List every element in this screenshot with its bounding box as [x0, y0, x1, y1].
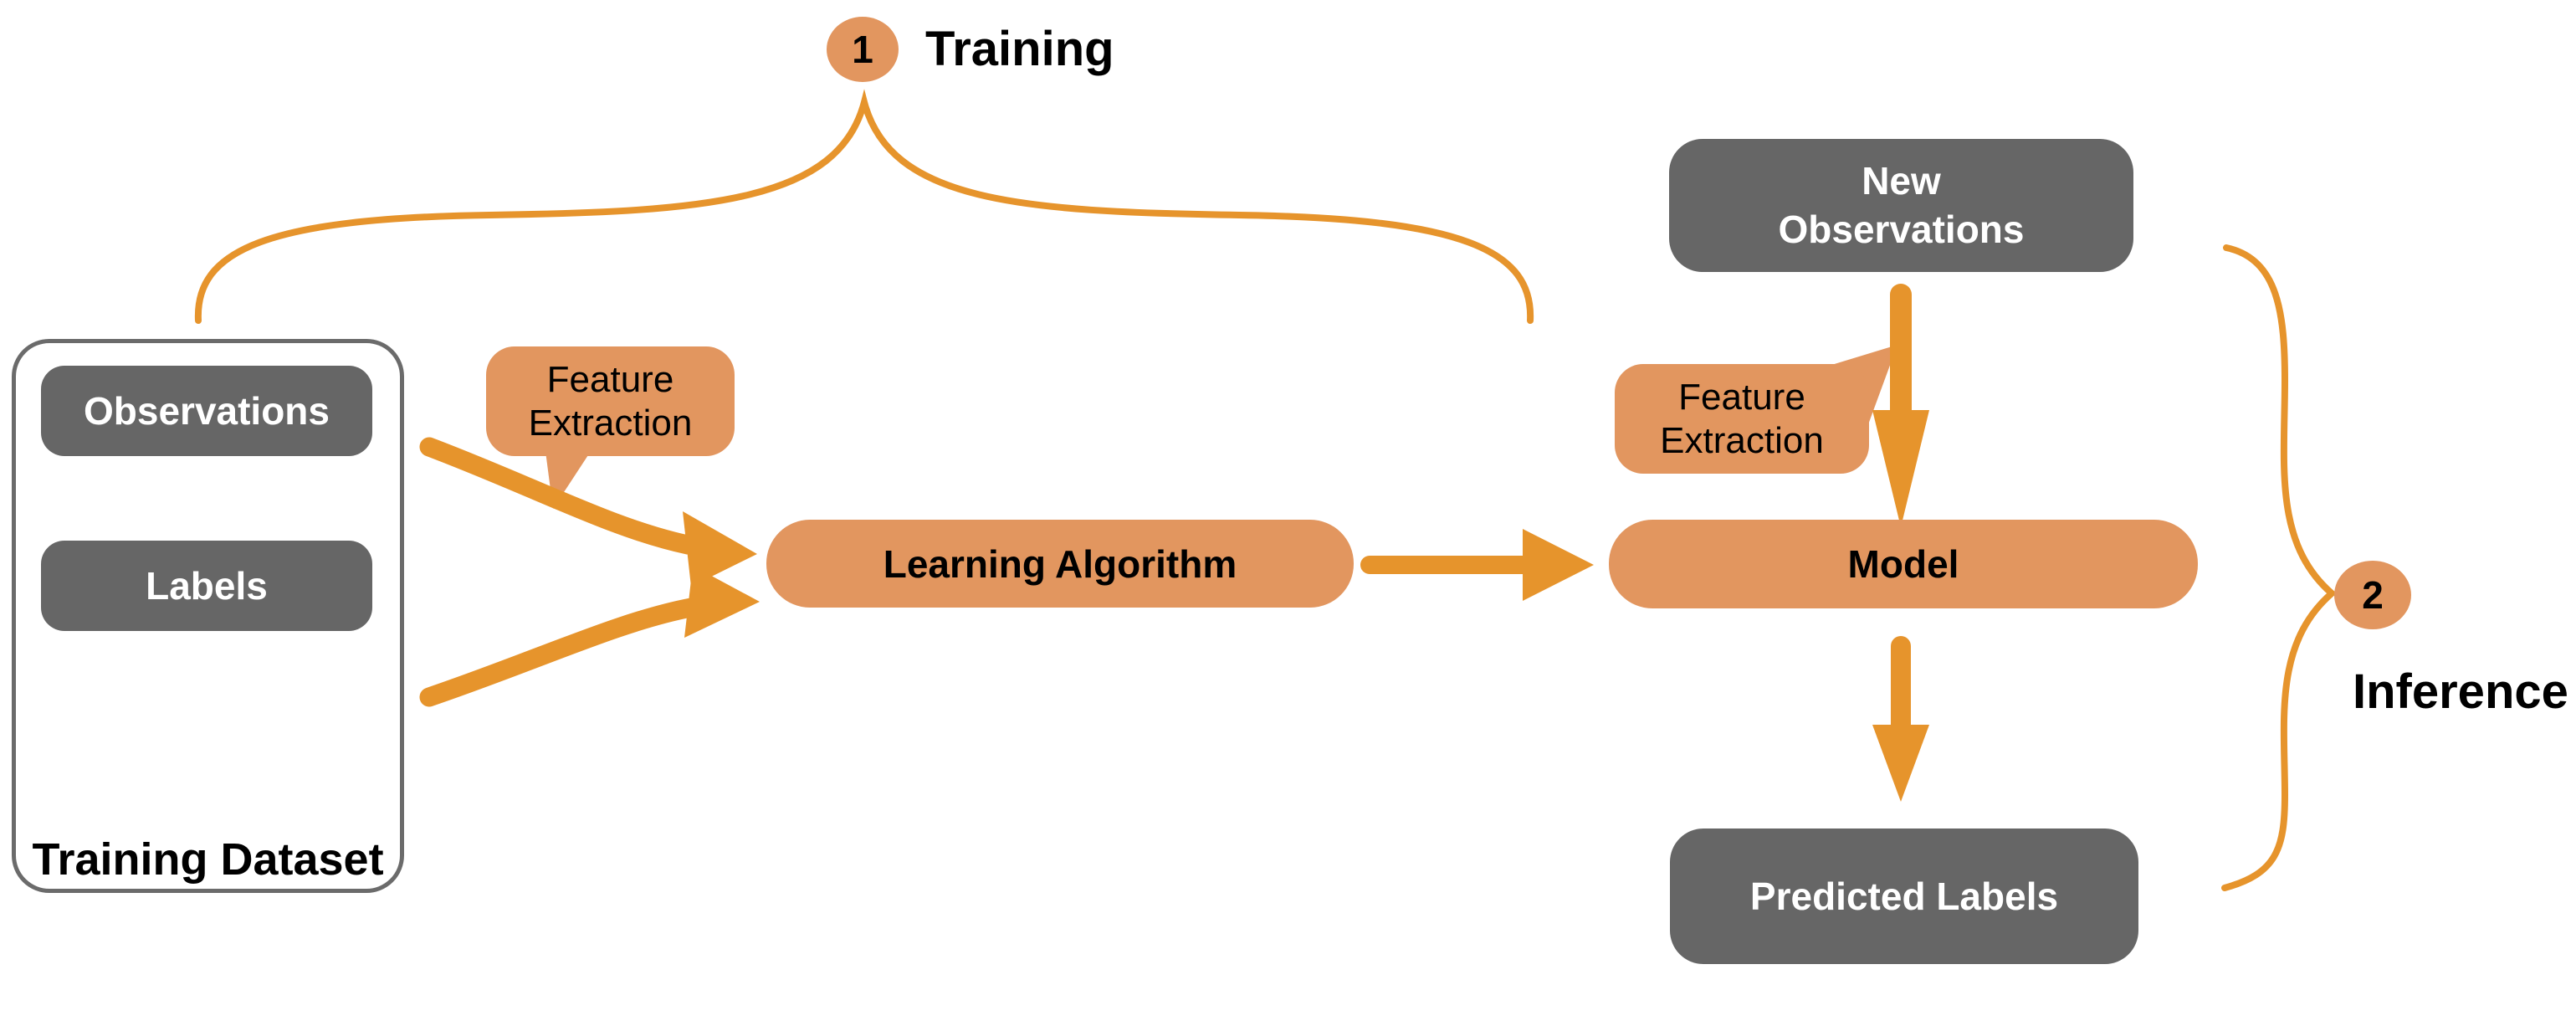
model-label: Model — [1847, 542, 1959, 586]
predicted-labels-node: Predicted Labels — [1670, 828, 2138, 964]
training-step-number: 1 — [852, 28, 873, 71]
observations-label: Observations — [84, 389, 330, 433]
feature-extraction-label-inference: Feature Extraction — [1660, 376, 1824, 461]
arrow-head — [1872, 725, 1929, 802]
observations-node: Observations — [41, 366, 372, 456]
arrow-head — [1523, 529, 1594, 601]
arrow-shaft — [419, 598, 701, 707]
inference-step-badge: 2 — [2334, 561, 2411, 629]
arrow-model-to-predicted-labels — [1872, 636, 1929, 802]
arrow-head — [1872, 410, 1929, 527]
labels-node: Labels — [41, 541, 372, 631]
inference-step-number: 2 — [2362, 573, 2384, 617]
arrow-observations-to-learning-algorithm — [419, 437, 757, 587]
arrow-labels-to-learning-algorithm — [419, 566, 760, 707]
new-observations-label: New Observations — [1778, 159, 2025, 251]
predicted-labels-label: Predicted Labels — [1749, 875, 2059, 918]
arrow-new-observations-to-model — [1872, 284, 1929, 527]
inference-brace — [2221, 244, 2338, 891]
new-observations-node: New Observations — [1669, 139, 2133, 272]
arrow-head — [683, 511, 757, 587]
model-node: Model — [1609, 520, 2198, 608]
training-section-title: Training — [925, 22, 1114, 76]
training-dataset-caption: Training Dataset — [32, 834, 384, 885]
learning-algorithm-label: Learning Algorithm — [883, 541, 1237, 586]
feature-extraction-callout-inference: Feature Extraction — [1615, 364, 1869, 474]
feature-extraction-callout-training: Feature Extraction — [486, 346, 735, 456]
arrow-learning-algorithm-to-model — [1360, 529, 1594, 601]
arrow-shaft — [419, 437, 698, 555]
training-brace — [194, 89, 1534, 324]
inference-section-title: Inference — [2353, 664, 2568, 719]
training-step-badge: 1 — [827, 17, 899, 82]
arrow-head — [684, 566, 760, 638]
feature-extraction-label-training: Feature Extraction — [528, 358, 693, 444]
labels-label: Labels — [146, 564, 268, 608]
learning-algorithm-node: Learning Algorithm — [766, 520, 1354, 608]
